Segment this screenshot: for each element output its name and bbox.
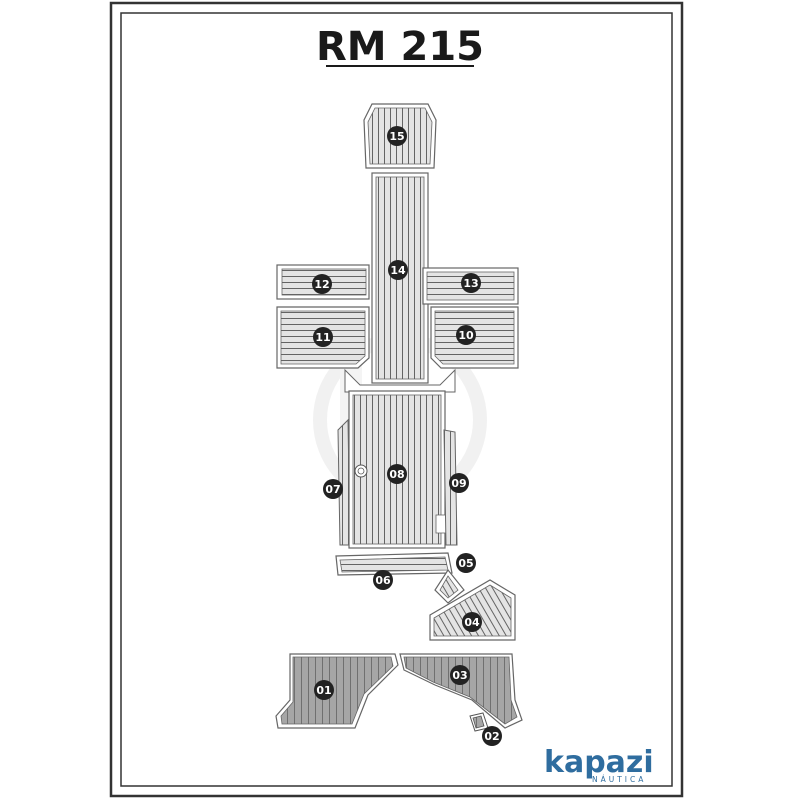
piece-04	[429, 579, 516, 641]
badge-05: 05	[456, 553, 476, 573]
brand-logo: kapazi NÁUTICA	[544, 745, 654, 784]
piece-03	[399, 653, 523, 729]
badge-06: 06	[373, 570, 393, 590]
piece-06	[335, 552, 453, 576]
svg-text:05: 05	[458, 557, 473, 570]
badge-12: 12	[312, 274, 332, 294]
svg-text:01: 01	[316, 684, 331, 697]
badge-03: 03	[450, 665, 470, 685]
logo-name: kapazi	[544, 745, 654, 780]
piece-01	[275, 653, 399, 729]
svg-text:02: 02	[484, 730, 499, 743]
svg-text:14: 14	[390, 264, 406, 277]
badge-09: 09	[449, 473, 469, 493]
outer-frame	[109, 1, 684, 798]
piece-05	[434, 568, 465, 604]
piece-02	[469, 712, 489, 732]
svg-text:09: 09	[451, 477, 466, 490]
inner-frame	[120, 12, 673, 787]
badge-08: 08	[387, 464, 407, 484]
svg-text:04: 04	[464, 616, 480, 629]
badge-11: 11	[313, 327, 333, 347]
badge-10: 10	[456, 325, 476, 345]
svg-text:13: 13	[463, 277, 478, 290]
badge-02: 02	[482, 726, 502, 746]
svg-text:07: 07	[325, 483, 340, 496]
svg-text:03: 03	[452, 669, 467, 682]
svg-text:12: 12	[314, 278, 329, 291]
connector-strip	[344, 368, 456, 393]
piece-labels: 15 14 13 12 11 10 09 08 07 06 05 04 03 0…	[312, 126, 502, 746]
badge-14: 14	[388, 260, 408, 280]
svg-text:11: 11	[315, 331, 330, 344]
svg-text:06: 06	[375, 574, 391, 587]
page-title: RM 215	[316, 24, 484, 70]
badge-15: 15	[387, 126, 407, 146]
svg-text:10: 10	[458, 329, 474, 342]
badge-01: 01	[314, 680, 334, 700]
logo-tagline: NÁUTICA	[592, 775, 646, 784]
badge-13: 13	[461, 273, 481, 293]
svg-text:08: 08	[389, 468, 404, 481]
svg-text:15: 15	[389, 130, 404, 143]
piece-08	[348, 390, 447, 549]
badge-04: 04	[462, 612, 482, 632]
badge-07: 07	[323, 479, 343, 499]
